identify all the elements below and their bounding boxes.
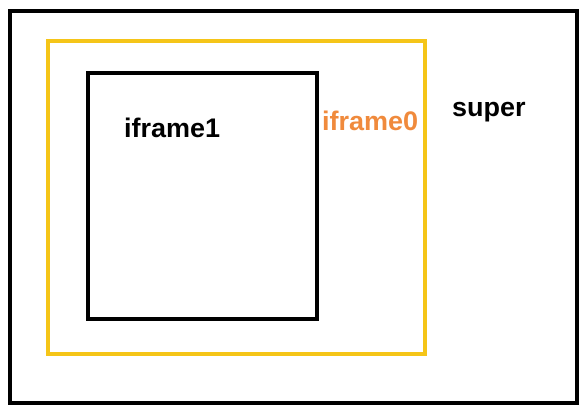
- super-label: super: [452, 92, 526, 122]
- iframe1-frame-box: [86, 71, 319, 321]
- iframe1-label: iframe1: [124, 113, 221, 143]
- iframe0-label: iframe0: [322, 106, 419, 136]
- iframe0-frame-box: [46, 39, 427, 356]
- super-frame-box: [8, 9, 579, 405]
